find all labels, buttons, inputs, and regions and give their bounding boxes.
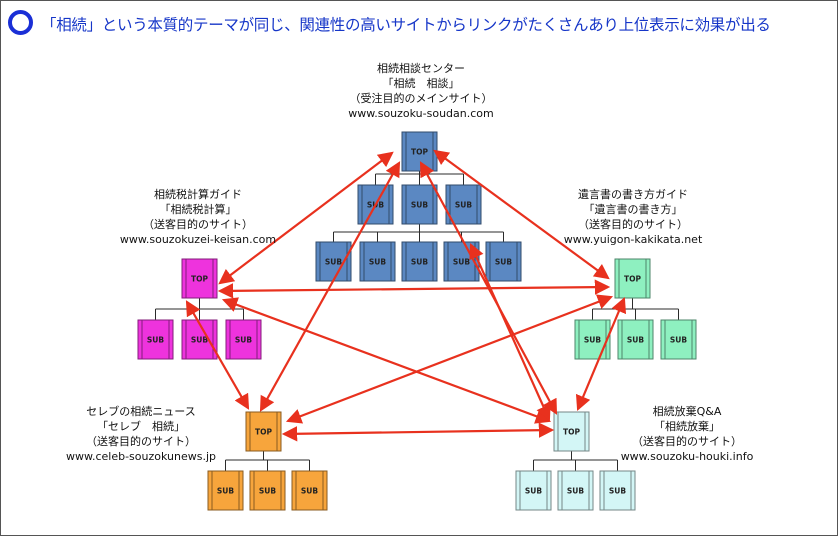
link-arrow	[469, 242, 551, 422]
sub-page-box-label: SUB	[411, 258, 428, 267]
sub-page-box: SUB	[359, 241, 396, 282]
sub-page-box-label: SUB	[455, 201, 472, 210]
sub-page-box-label: SUB	[670, 336, 687, 345]
top-page-box: TOP	[553, 411, 590, 452]
site-label-souzokuzei-keisan: 相続税計算ガイド 「相続税計算」 （送客目的のサイト） www.souzokuz…	[120, 187, 276, 247]
sub-page-box-label: SUB	[369, 258, 386, 267]
sub-page-box-label: SUB	[495, 258, 512, 267]
sub-page-box-label: SUB	[325, 258, 342, 267]
site-purpose: （受注目的のメインサイト）	[349, 92, 493, 105]
site-label-celeb-souzokunews: セレブの相続ニュース 「セレブ 相続」 （送客目的のサイト） www.celeb…	[66, 404, 216, 464]
sub-page-box-label: SUB	[191, 336, 208, 345]
sub-page-box: SUB	[599, 470, 636, 511]
site-url: www.yuigon-kakikata.net	[563, 233, 703, 246]
site-name: セレブの相続ニュース	[86, 405, 196, 418]
site-purpose: （送客目的のサイト）	[632, 435, 742, 448]
site-keyword: 「相続 相談」	[382, 77, 460, 90]
site-tree-celeb-souzokunews: TOP SUB SUB SUB	[207, 411, 328, 511]
sub-page-box: SUB	[485, 241, 522, 282]
sub-page-box-label: SUB	[525, 487, 542, 496]
top-page-box: TOP	[245, 411, 282, 452]
site-tree-yuigon-kakikata: TOP SUB SUB SUB	[574, 258, 697, 360]
site-url: www.souzoku-soudan.com	[348, 107, 494, 120]
top-page-box: TOP	[181, 258, 218, 299]
sub-page-box: SUB	[557, 470, 594, 511]
site-tree-souzokuzei-keisan: TOP SUB SUB SUB	[137, 258, 262, 360]
site-label-yuigon-kakikata: 遺言書の書き方ガイド 「遺言書の書き方」 （送客目的のサイト） www.yuig…	[564, 187, 703, 247]
sub-page-box-label: SUB	[609, 487, 626, 496]
site-keyword: 「相続放棄」	[654, 420, 720, 433]
site-label-souzoku-houki: 相続放棄Q&A 「相続放棄」 （送客目的のサイト） www.souzoku-ho…	[621, 404, 754, 464]
sub-page-box-label: SUB	[235, 336, 252, 345]
site-name: 相続税計算ガイド	[154, 188, 242, 201]
sub-page-box-label: SUB	[217, 487, 234, 496]
sub-page-box: SUB	[249, 470, 286, 511]
sub-page-box-label: SUB	[453, 258, 470, 267]
site-tree-souzoku-houki: TOP SUB SUB SUB	[515, 411, 636, 511]
site-purpose: （送客目的のサイト）	[143, 218, 253, 231]
sub-page-box-label: SUB	[259, 487, 276, 496]
site-name: 相続相談センター	[376, 62, 465, 75]
sub-page-box: SUB	[401, 241, 438, 282]
site-keyword: 「相続税計算」	[159, 203, 237, 216]
site-purpose: （送客目的のサイト）	[578, 218, 688, 231]
link-arrow	[221, 297, 552, 424]
site-keyword: 「遺言書の書き方」	[583, 203, 683, 216]
page-title: 「相続」という本質的テーマが同じ、関連性の高いサイトからリンクがたくさんあり上位…	[41, 16, 771, 34]
site-name: 相続放棄Q&A	[652, 405, 722, 418]
link-arrow	[217, 279, 611, 299]
circle-bullet-icon	[8, 10, 33, 35]
link-arrow	[281, 422, 555, 442]
site-url: www.souzoku-houki.info	[620, 450, 754, 463]
top-page-box-label: TOP	[624, 275, 641, 284]
top-page-box-label: TOP	[411, 148, 428, 157]
link-arrows	[185, 149, 627, 442]
sub-page-box-label: SUB	[584, 336, 601, 345]
sub-page-box: SUB	[315, 241, 352, 282]
site-url: www.souzokuzei-keisan.com	[119, 233, 277, 246]
top-page-box-label: TOP	[191, 275, 208, 284]
top-page-box: TOP	[614, 258, 651, 299]
site-purpose: （送客目的のサイト）	[85, 435, 196, 448]
site-url: www.celeb-souzokunews.jp	[65, 450, 217, 463]
sub-page-box-label: SUB	[301, 487, 318, 496]
sub-page-box-label: SUB	[147, 336, 164, 345]
sub-page-box: SUB	[137, 319, 174, 360]
sub-page-box: SUB	[291, 470, 328, 511]
site-label-souzoku-soudan: 相続相談センター 「相続 相談」 （受注目的のメインサイト） www.souzo…	[348, 61, 494, 121]
sub-page-box: SUB	[574, 319, 611, 360]
sub-page-box: SUB	[225, 319, 262, 360]
sub-page-box-label: SUB	[627, 336, 644, 345]
top-page-box-label: TOP	[255, 428, 272, 437]
sub-page-box-label: SUB	[567, 487, 584, 496]
sub-page-box: SUB	[660, 319, 697, 360]
link-arrow	[285, 294, 614, 424]
top-page-box: TOP	[401, 131, 438, 172]
top-page-box-label: TOP	[563, 428, 580, 437]
sub-page-box: SUB	[617, 319, 654, 360]
sub-page-box: SUB	[515, 470, 552, 511]
sub-page-box: SUB	[401, 184, 438, 225]
site-name: 遺言書の書き方ガイド	[578, 188, 688, 201]
sub-page-box: SUB	[207, 470, 244, 511]
site-keyword: 「セレブ 相続」	[96, 420, 185, 433]
sub-page-box-label: SUB	[411, 201, 428, 210]
